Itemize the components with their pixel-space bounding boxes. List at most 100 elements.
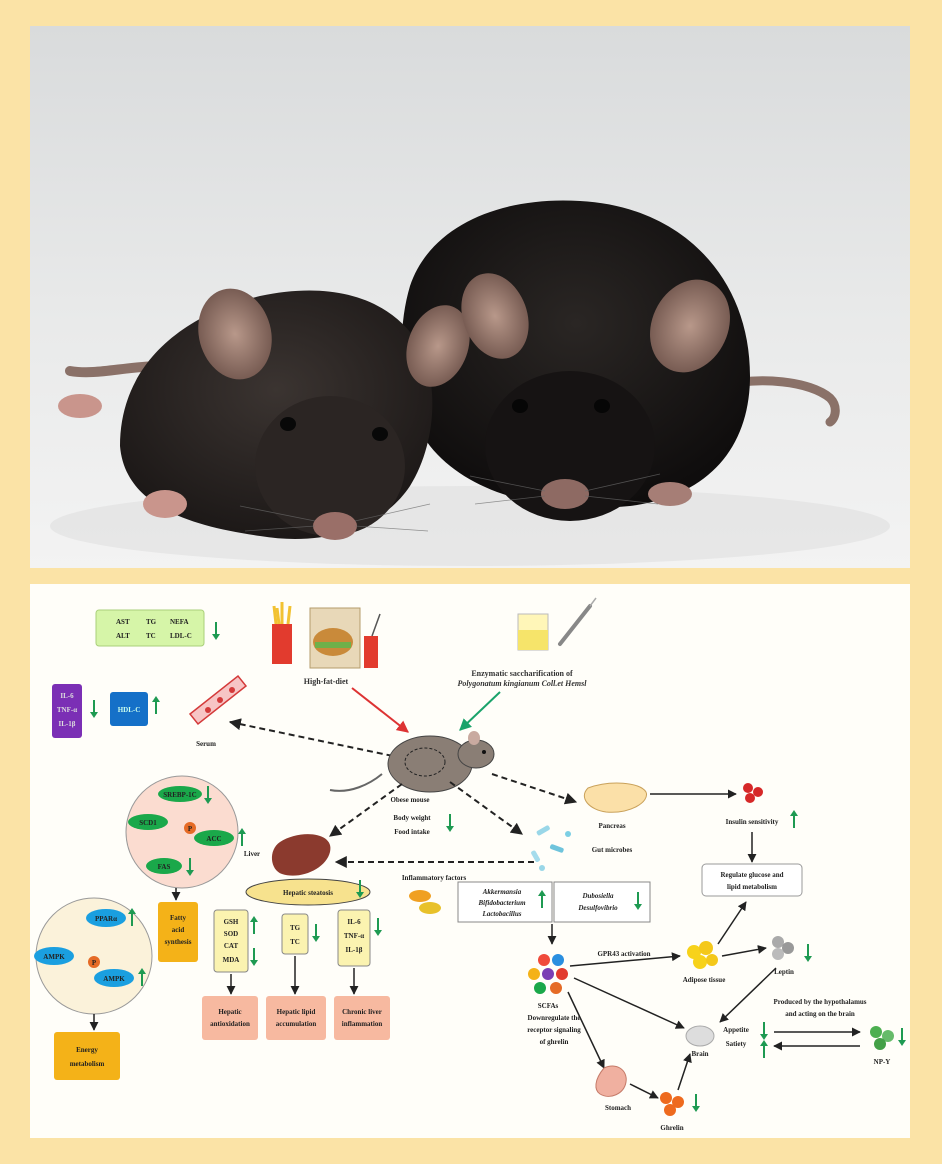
svg-text:Hepatic steatosis: Hepatic steatosis	[283, 889, 333, 897]
ghrelin-icon	[660, 1092, 684, 1116]
mouse-serum-arrow	[228, 718, 414, 764]
p-ampk-protein	[94, 969, 134, 987]
bacteria-up-box	[457, 881, 553, 923]
brain-icon	[685, 1025, 715, 1047]
mouse-gut-arrow	[449, 781, 523, 835]
svg-text:TC: TC	[146, 632, 156, 640]
cytokine-box	[337, 909, 371, 967]
gpr43-label: GPR43 activation	[597, 950, 650, 958]
svg-text:MDA: MDA	[223, 956, 240, 964]
mouse-pancreas-arrow	[491, 773, 578, 805]
hdl-box	[110, 692, 148, 726]
stomach-icon	[595, 1065, 627, 1097]
down-arrow-icon	[373, 917, 383, 937]
pill-icon	[409, 890, 431, 902]
svg-text:GSH: GSH	[224, 918, 239, 926]
up-arrow-icon	[789, 809, 799, 829]
regulate-box	[701, 863, 803, 897]
svg-text:Hepatic: Hepatic	[218, 1008, 241, 1016]
svg-text:PPARα: PPARα	[95, 915, 117, 923]
svg-text:inflammation: inflammation	[342, 1020, 383, 1028]
svg-text:Lactobacillus: Lactobacillus	[482, 910, 522, 918]
lean-mouse-nose	[313, 512, 357, 540]
diet-label: High-fat-diet	[304, 677, 349, 686]
down-arrow-icon	[803, 943, 813, 963]
mouse-photo	[30, 26, 910, 568]
svg-text:Downregulate the: Downregulate the	[528, 1014, 581, 1022]
acc-protein	[194, 830, 234, 846]
obese-mouse-nose	[541, 479, 589, 509]
down-arrow-icon	[249, 947, 259, 967]
npy-label: NP-Y	[874, 1058, 891, 1066]
phospho-icon	[184, 822, 196, 834]
insulin-icon	[743, 783, 763, 803]
hepatic-steatosis-ellipse	[245, 878, 371, 906]
svg-text:HDL-C: HDL-C	[118, 706, 141, 714]
body-weight-label: Body weight	[393, 814, 431, 822]
adipose-icon	[687, 941, 718, 969]
npy-icon	[870, 1026, 894, 1050]
pancreas-icon	[583, 782, 647, 813]
mechanism-diagram-svg: High-fat-diet Enzymatic saccharification…	[34, 597, 907, 1132]
fas-protein	[146, 858, 182, 874]
energy-box	[54, 1032, 120, 1080]
svg-text:FAS: FAS	[158, 863, 171, 871]
svg-text:SCD1: SCD1	[139, 819, 157, 827]
svg-text:P: P	[188, 825, 193, 833]
svg-text:lipid metabolism: lipid metabolism	[727, 883, 777, 891]
svg-text:Produced by the hypothalamus: Produced by the hypothalamus	[773, 998, 866, 1006]
svg-text:TG: TG	[146, 618, 157, 626]
leptin-label: Leptin	[774, 968, 794, 976]
mouse-photo-illustration	[30, 26, 910, 568]
svg-text:accumulation: accumulation	[276, 1020, 317, 1028]
svg-text:Regulate glucose and: Regulate glucose and	[721, 871, 784, 879]
svg-text:ALT: ALT	[116, 632, 130, 640]
svg-text:Bifidobacterium: Bifidobacterium	[477, 899, 526, 907]
svg-text:Akkermansia: Akkermansia	[482, 888, 522, 896]
mouse-label: Obese mouse	[390, 796, 429, 804]
liver-icon	[271, 834, 331, 876]
svg-text:acid: acid	[172, 926, 185, 934]
svg-text:CAT: CAT	[224, 942, 239, 950]
svg-text:ACC: ACC	[206, 835, 221, 843]
scd1-protein	[128, 814, 168, 830]
svg-text:Dubosiella: Dubosiella	[581, 892, 614, 900]
svg-text:AMPK: AMPK	[103, 975, 125, 983]
diet-arrow	[351, 687, 409, 733]
treatment-label-2: Polygonatum kingianum Coll.et Hemsl	[458, 679, 588, 688]
svg-text:P: P	[92, 959, 97, 967]
pancreas-label: Pancreas	[598, 822, 625, 830]
svg-text:Chronic liver: Chronic liver	[342, 1008, 382, 1016]
up-arrow-icon	[237, 827, 247, 847]
svg-text:IL-1β: IL-1β	[59, 720, 76, 728]
svg-text:TC: TC	[290, 938, 300, 946]
svg-text:AST: AST	[116, 618, 130, 626]
mouse-liver-arrow	[329, 783, 403, 837]
svg-text:synthesis: synthesis	[165, 938, 192, 946]
down-arrow-icon	[445, 813, 455, 833]
svg-text:antioxidation: antioxidation	[210, 1020, 250, 1028]
up-arrow-icon	[151, 695, 161, 715]
bacteria-down-box	[553, 881, 651, 923]
svg-text:IL-1β: IL-1β	[346, 946, 363, 954]
serum-label: Serum	[196, 740, 216, 748]
inflammatory-factors-label: Inflammatory factors	[402, 874, 467, 882]
svg-text:IL-6: IL-6	[60, 692, 74, 700]
pill-icon	[419, 902, 441, 914]
svg-text:Fatty: Fatty	[170, 914, 186, 922]
svg-text:and acting on the brain: and acting on the brain	[785, 1010, 855, 1018]
ppara-protein	[86, 909, 126, 927]
leptin-icon	[772, 936, 794, 960]
serum-markers-box	[95, 609, 205, 647]
svg-text:AMPK: AMPK	[43, 953, 65, 961]
food-intake-label: Food intake	[394, 828, 430, 836]
down-arrow-icon	[311, 923, 321, 943]
microbes-icon	[531, 825, 571, 871]
lean-mouse-ear	[406, 305, 470, 387]
tail-right	[715, 376, 840, 427]
svg-text:Hepatic lipid: Hepatic lipid	[277, 1008, 316, 1016]
lean-mouse-ear	[198, 288, 272, 380]
svg-text:TNF-α: TNF-α	[57, 706, 77, 714]
appetite-label: Appetite	[723, 1026, 749, 1034]
